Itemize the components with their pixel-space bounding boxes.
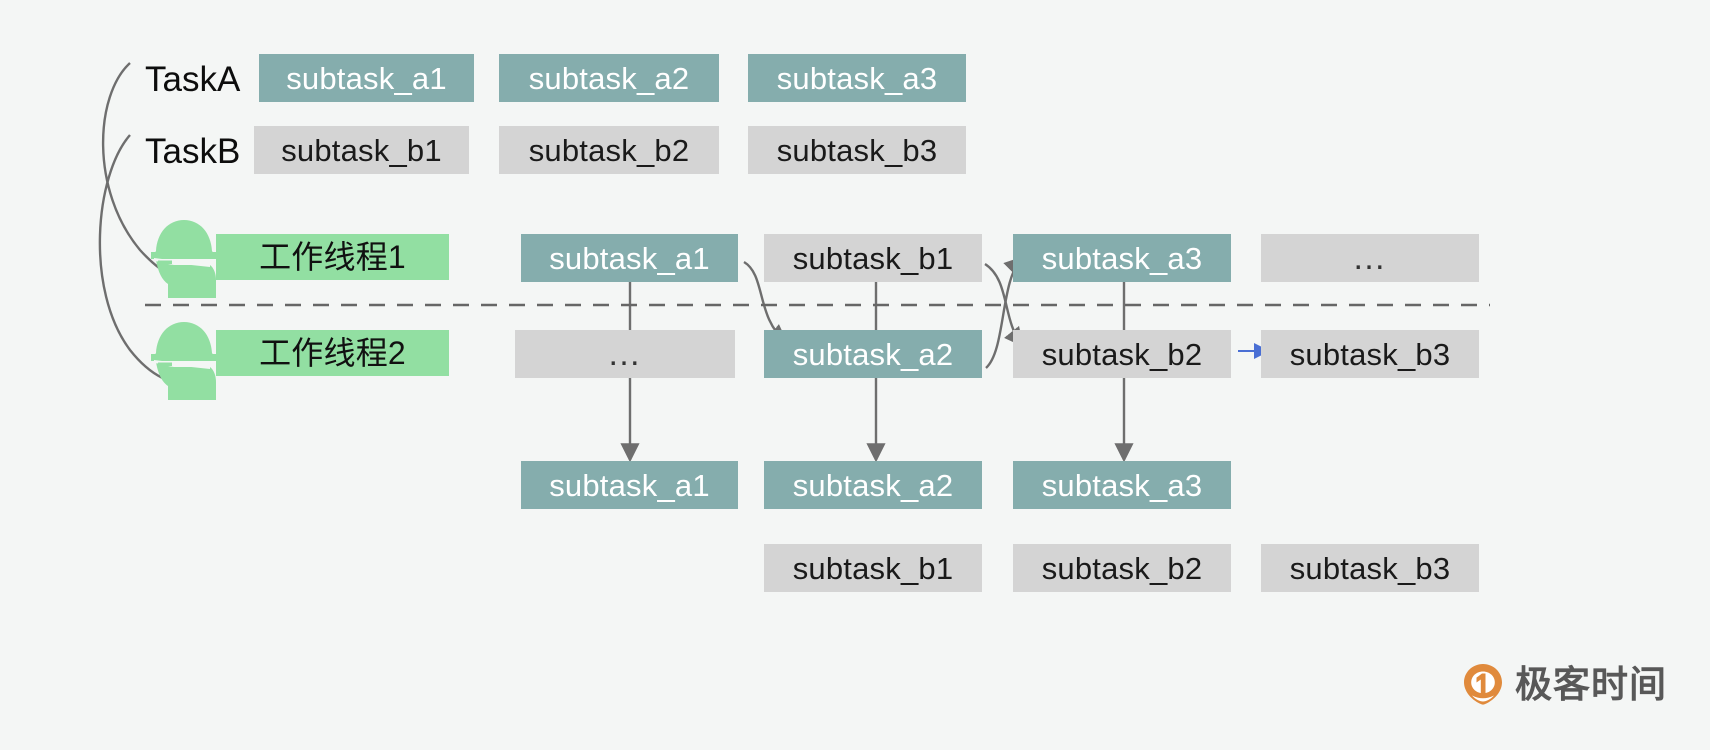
queue-b-subtask-2[interactable]: subtask_b2 — [499, 126, 719, 174]
timeline-t1-slot-1[interactable]: subtask_a1 — [521, 234, 738, 282]
geektime-logo-text: 极客时间 — [1515, 662, 1667, 706]
worker-hardhat-icon-1 — [148, 218, 220, 300]
result-b-1[interactable]: subtask_b1 — [764, 544, 982, 592]
geektime-logo-icon — [1464, 664, 1502, 705]
result-b-3[interactable]: subtask_b3 — [1261, 544, 1479, 592]
queue-a-subtask-1[interactable]: subtask_a1 — [259, 54, 474, 102]
timeline-t1-slot-2[interactable]: subtask_b1 — [764, 234, 982, 282]
thread-label-2[interactable]: 工作线程2 — [216, 330, 449, 376]
timeline-t1-slot-4[interactable]: … — [1261, 234, 1479, 282]
timeline-t2-slot-3[interactable]: subtask_b2 — [1013, 330, 1231, 378]
task-label-a: TaskA — [145, 60, 241, 99]
thread-label-1[interactable]: 工作线程1 — [216, 234, 449, 280]
worker-hardhat-icon-2 — [148, 320, 220, 402]
geektime-watermark: 极客时间 — [1461, 662, 1667, 706]
timeline-t2-slot-1[interactable]: … — [515, 330, 735, 378]
queue-b-subtask-3[interactable]: subtask_b3 — [748, 126, 966, 174]
queue-a-subtask-2[interactable]: subtask_a2 — [499, 54, 719, 102]
result-a-3[interactable]: subtask_a3 — [1013, 461, 1231, 509]
timeline-t2-slot-2[interactable]: subtask_a2 — [764, 330, 982, 378]
result-b-2[interactable]: subtask_b2 — [1013, 544, 1231, 592]
result-a-2[interactable]: subtask_a2 — [764, 461, 982, 509]
task-label-b: TaskB — [145, 132, 241, 171]
timeline-t2-slot-4[interactable]: subtask_b3 — [1261, 330, 1479, 378]
queue-b-subtask-1[interactable]: subtask_b1 — [254, 126, 469, 174]
timeline-t1-slot-3[interactable]: subtask_a3 — [1013, 234, 1231, 282]
result-a-1[interactable]: subtask_a1 — [521, 461, 738, 509]
queue-a-subtask-3[interactable]: subtask_a3 — [748, 54, 966, 102]
